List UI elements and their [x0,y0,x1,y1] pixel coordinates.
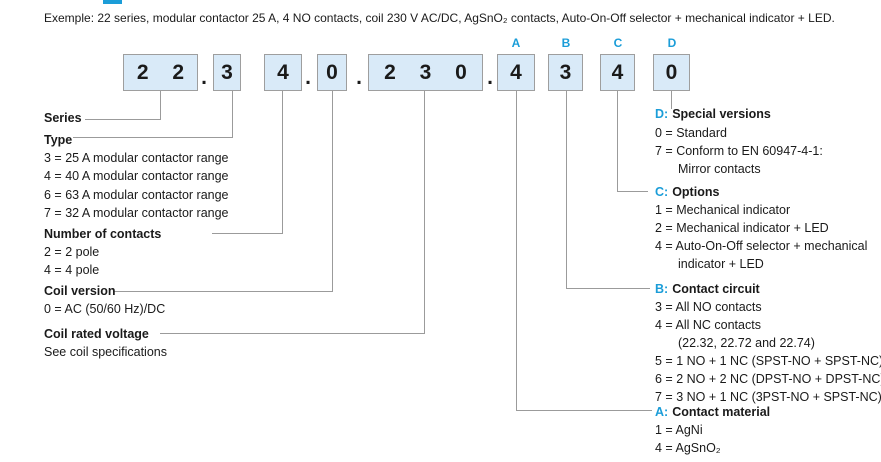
option-item: 4 = Auto-On-Off selector + mechanical [655,239,868,253]
option-item: 1 = Mechanical indicator [655,203,791,217]
leader-line-series [160,91,161,120]
option-item: 0 = Standard [655,126,727,140]
section-title-type: Type [44,133,73,147]
leader-line-c [617,91,618,192]
option-item-continuation: (22.32, 22.72 and 22.74) [678,336,815,350]
section-title-coil-rated-voltage: Coil rated voltage [44,327,149,341]
code-box-number-of-contacts-value: 4 [277,61,289,84]
marker-letter-b: B [561,36,571,50]
leader-line-coil-version [332,91,333,292]
leader-line-coil-rated-voltage [424,91,425,334]
code-box-coil-version-value: 0 [326,61,338,84]
option-item: 3 = 25 A modular contactor range [44,151,229,165]
option-item: 0 = AC (50/60 Hz)/DC [44,302,166,316]
code-box-number-of-contacts: 4 [264,54,302,91]
leader-line-d [671,91,672,109]
code-dot: . [487,66,493,89]
leader-line-b [566,288,650,289]
option-item: 7 = 3 NO + 1 NC (3PST-NO + SPST-NC) [655,390,881,404]
leader-line-a [516,410,652,411]
code-box-series: 2 2 [123,54,198,91]
option-item: 1 = AgNi [655,423,703,437]
option-item: 4 = AgSnO₂ [655,441,721,455]
code-box-options-value: 4 [611,61,624,84]
leader-line-type [73,137,233,138]
option-item: 7 = Conform to EN 60947-4-1: [655,144,823,158]
code-box-coil-voltage: 2 3 0 [368,54,483,91]
section-title-contact-circuit: B:Contact circuit [655,282,760,297]
code-box-coil-voltage-value: 2 3 0 [384,61,476,84]
leader-line-a [516,91,517,411]
code-box-series-value: 2 2 [136,61,194,84]
marker-letter-a: A [511,36,521,50]
section-title-text: Contact circuit [672,282,760,296]
code-box-contact-circuit: 3 [548,54,583,91]
section-title-text: Options [672,185,720,199]
option-item: See coil specifications [44,345,167,359]
option-item: 6 = 63 A modular contactor range [44,188,229,202]
example-line: Exemple: 22 series, modular contactor 25… [44,11,835,25]
code-box-options: 4 [600,54,635,91]
option-item-continuation: Mirror contacts [678,162,761,176]
marker-letter-d: D [667,36,677,50]
option-item: 5 = 1 NO + 1 NC (SPST-NO + SPST-NC) [655,354,881,368]
option-item: 2 = Mechanical indicator + LED [655,221,829,235]
page-heading-accent-mark [103,0,122,4]
leader-line-b [566,91,567,289]
option-item: 4 = All NC contacts [655,318,761,332]
option-item: 6 = 2 NO + 2 NC (DPST-NO + DPST-NC) [655,372,881,386]
marker-letter-c: C [613,36,623,50]
option-item: 2 = 2 pole [44,245,100,259]
option-item: 7 = 32 A modular contactor range [44,206,229,220]
code-dot: . [356,66,362,89]
option-item: 4 = 40 A modular contactor range [44,169,229,183]
code-box-type: 3 [213,54,241,91]
section-letter-b: B: [655,282,669,296]
leader-line-series [85,119,161,120]
leader-line-number-of-contacts [282,91,283,234]
section-title-options: C:Options [655,185,720,200]
code-box-contact-circuit-value: 3 [559,61,572,84]
leader-line-coil-version [113,291,333,292]
section-title-coil-version: Coil version [44,284,116,298]
section-title-text: Special versions [672,107,771,121]
leader-line-number-of-contacts [212,233,283,234]
code-box-coil-version: 0 [317,54,347,91]
code-box-type-value: 3 [221,61,233,84]
leader-line-coil-rated-voltage [160,333,425,334]
section-letter-c: C: [655,185,669,199]
section-title-series: Series [44,111,82,125]
code-dot: . [201,66,207,89]
code-box-special-versions-value: 0 [665,61,678,84]
section-title-contact-material: A:Contact material [655,405,771,420]
section-title-number-of-contacts: Number of contacts [44,227,162,241]
code-box-contact-material: 4 [497,54,535,91]
section-letter-d: D: [655,107,669,121]
option-item: 4 = 4 pole [44,263,100,277]
code-box-contact-material-value: 4 [510,61,522,84]
option-item-continuation: indicator + LED [678,257,764,271]
section-letter-a: A: [655,405,669,419]
option-item: 3 = All NO contacts [655,300,762,314]
leader-line-type [232,91,233,138]
code-dot: . [305,66,311,89]
code-box-special-versions: 0 [653,54,690,91]
leader-line-c [617,191,648,192]
section-title-text: Contact material [672,405,771,419]
section-title-special-versions: D:Special versions [655,107,771,122]
